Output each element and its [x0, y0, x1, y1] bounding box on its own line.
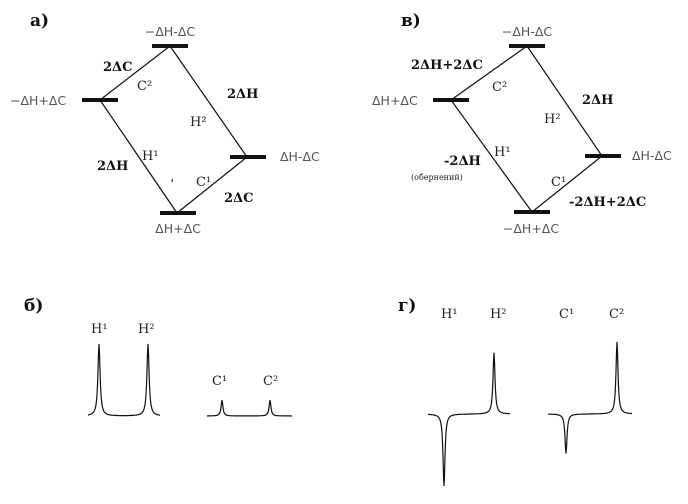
panel-v-energy-bottom: −ΔH+ΔC [503, 221, 559, 236]
panel-a-diff-c2: 2ΔC [103, 60, 132, 75]
panel-b-peak-label-c2: C² [263, 374, 278, 389]
panel-b-trace-h [87, 343, 160, 417]
panel-v-edge-h2 [526, 45, 603, 157]
panel-a-diff-c1: 2ΔC [224, 191, 253, 206]
panel-a-transition-h1: H¹ [142, 149, 159, 164]
panel-a-diff-h2: 2ΔH [227, 87, 258, 102]
panel-g-peak-label-h2: H² [490, 307, 507, 322]
panel-g-trace-h [428, 352, 510, 487]
panel-a-edge-h1 [99, 99, 178, 214]
panel-v-transition-h2: H² [544, 112, 561, 127]
panel-b-peak-label-h1: H¹ [91, 322, 108, 337]
panel-v-energy-left: ΔH+ΔC [372, 93, 418, 108]
panel-g-peak-label-c2: C² [609, 307, 624, 322]
panel-a-transition-h2: H² [190, 115, 207, 130]
panel-a-label: а) [30, 11, 49, 31]
panel-a-edge-c1 [176, 156, 248, 214]
panel-b-peak-label-h2: H² [138, 322, 155, 337]
panel-a-transition-c2: C² [137, 79, 152, 94]
panel-a-energy-bottom: ΔH+ΔC [155, 221, 201, 236]
panel-b-peak-label-c1: C¹ [212, 374, 227, 389]
panel-b-trace-c [207, 400, 292, 417]
panel-v-edge-h1 [450, 99, 533, 213]
panel-b-spectrum: б) H¹ H² C¹ C² [24, 296, 292, 417]
panel-a-edge-c2 [99, 45, 171, 101]
panel-a-energy-diagram: а) −ΔH-ΔC −ΔH+ΔC ΔH-ΔC ΔH+ΔC C² H² H¹ C¹… [10, 11, 320, 236]
panel-v-transition-c2: C² [492, 80, 507, 95]
panel-a-energy-right: ΔH-ΔC [280, 149, 320, 164]
panel-v-inverted-note: (обернений) [411, 173, 463, 182]
panel-v-diff-h2: 2ΔH [582, 93, 613, 108]
panel-v-edge-c2 [450, 45, 528, 101]
panel-v-energy-top: −ΔH-ΔC [502, 24, 552, 39]
panel-a-energy-top: −ΔH-ΔC [145, 24, 195, 39]
panel-g-spectrum: г) H¹ H² C¹ C² [398, 296, 633, 487]
panel-v-transition-h1: H¹ [494, 145, 511, 160]
panel-a-energy-left: −ΔH+ΔC [10, 93, 66, 108]
panel-g-peak-label-h1: H¹ [441, 307, 458, 322]
panel-g-label: г) [398, 296, 416, 316]
panel-a-diff-h1: 2ΔH [97, 159, 128, 174]
panel-v-diff-h1: -2ΔH [444, 154, 481, 169]
panel-v-energy-right: ΔH-ΔC [632, 148, 672, 163]
panel-b-label: б) [24, 296, 43, 316]
panel-v-diff-c2: 2ΔH+2ΔC [411, 58, 483, 73]
panel-g-peak-label-c1: C¹ [559, 307, 574, 322]
panel-v-edge-c1 [531, 155, 603, 213]
panel-g-trace-c [548, 341, 633, 454]
panel-a-edge-h2 [169, 45, 248, 158]
panel-a-transition-c1: C¹ [196, 175, 211, 190]
panel-v-label: в) [401, 11, 421, 31]
panel-v-energy-diagram: в) −ΔH-ΔC ΔH+ΔC ΔH-ΔC −ΔH+ΔC C² H² H¹ C¹… [372, 11, 672, 236]
panel-v-diff-c1: -2ΔH+2ΔC [569, 195, 646, 210]
panel-a-dot-mark: ، [170, 171, 174, 186]
panel-v-transition-c1: C¹ [551, 175, 566, 190]
